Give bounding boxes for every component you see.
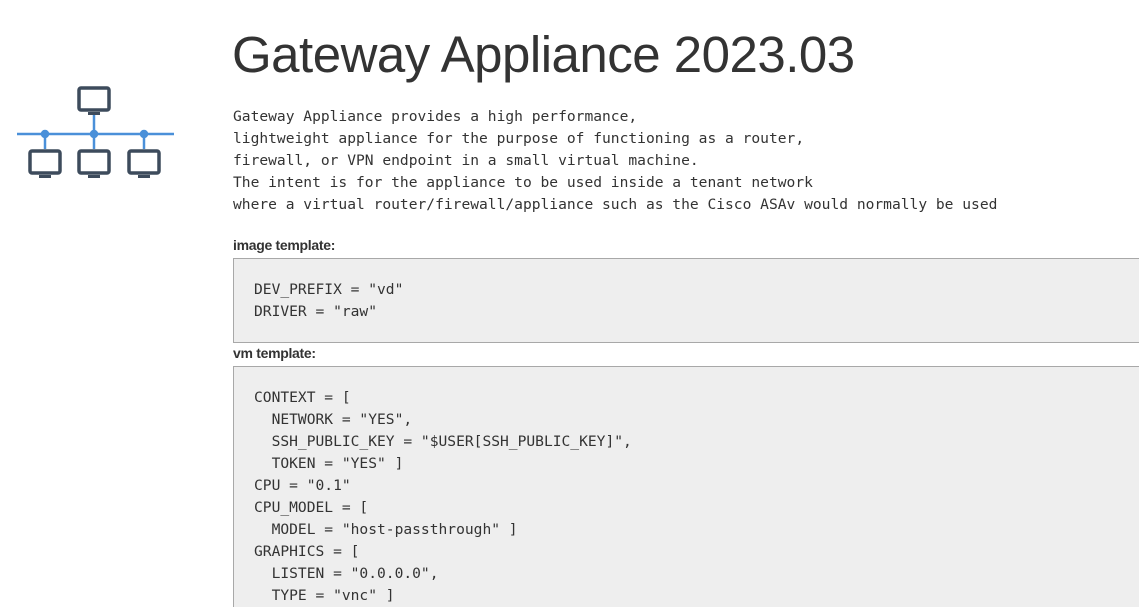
image-template-code: DEV_PREFIX = "vd" DRIVER = "raw" <box>233 258 1139 343</box>
vm-template-label: vm template: <box>233 345 316 361</box>
description-line: where a virtual router/firewall/applianc… <box>233 196 998 213</box>
code-line: SSH_PUBLIC_KEY = "$USER[SSH_PUBLIC_KEY]"… <box>254 433 632 450</box>
description-line: The intent is for the appliance to be us… <box>233 174 813 191</box>
description: Gateway Appliance provides a high perfor… <box>233 106 997 216</box>
code-line: DRIVER = "raw" <box>254 303 378 320</box>
code-line: DEV_PREFIX = "vd" <box>254 281 404 298</box>
network-topology-icon <box>17 86 174 178</box>
vm-template-code: CONTEXT = [ NETWORK = "YES", SSH_PUBLIC_… <box>233 366 1139 607</box>
code-line: CONTEXT = [ <box>254 389 351 406</box>
description-line: Gateway Appliance provides a high perfor… <box>233 108 638 125</box>
description-line: lightweight appliance for the purpose of… <box>233 130 805 147</box>
code-line: CPU_MODEL = [ <box>254 499 369 516</box>
code-line: TYPE = "vnc" ] <box>254 587 395 604</box>
code-line: TOKEN = "YES" ] <box>254 455 404 472</box>
code-line: GRAPHICS = [ <box>254 543 360 560</box>
code-line: MODEL = "host-passthrough" ] <box>254 521 518 538</box>
description-line: firewall, or VPN endpoint in a small vir… <box>233 152 699 169</box>
image-template-label: image template: <box>233 237 336 253</box>
page-title: Gateway Appliance 2023.03 <box>232 26 855 83</box>
code-line: NETWORK = "YES", <box>254 411 413 428</box>
code-line: CPU = "0.1" <box>254 477 351 494</box>
code-line: LISTEN = "0.0.0.0", <box>254 565 439 582</box>
